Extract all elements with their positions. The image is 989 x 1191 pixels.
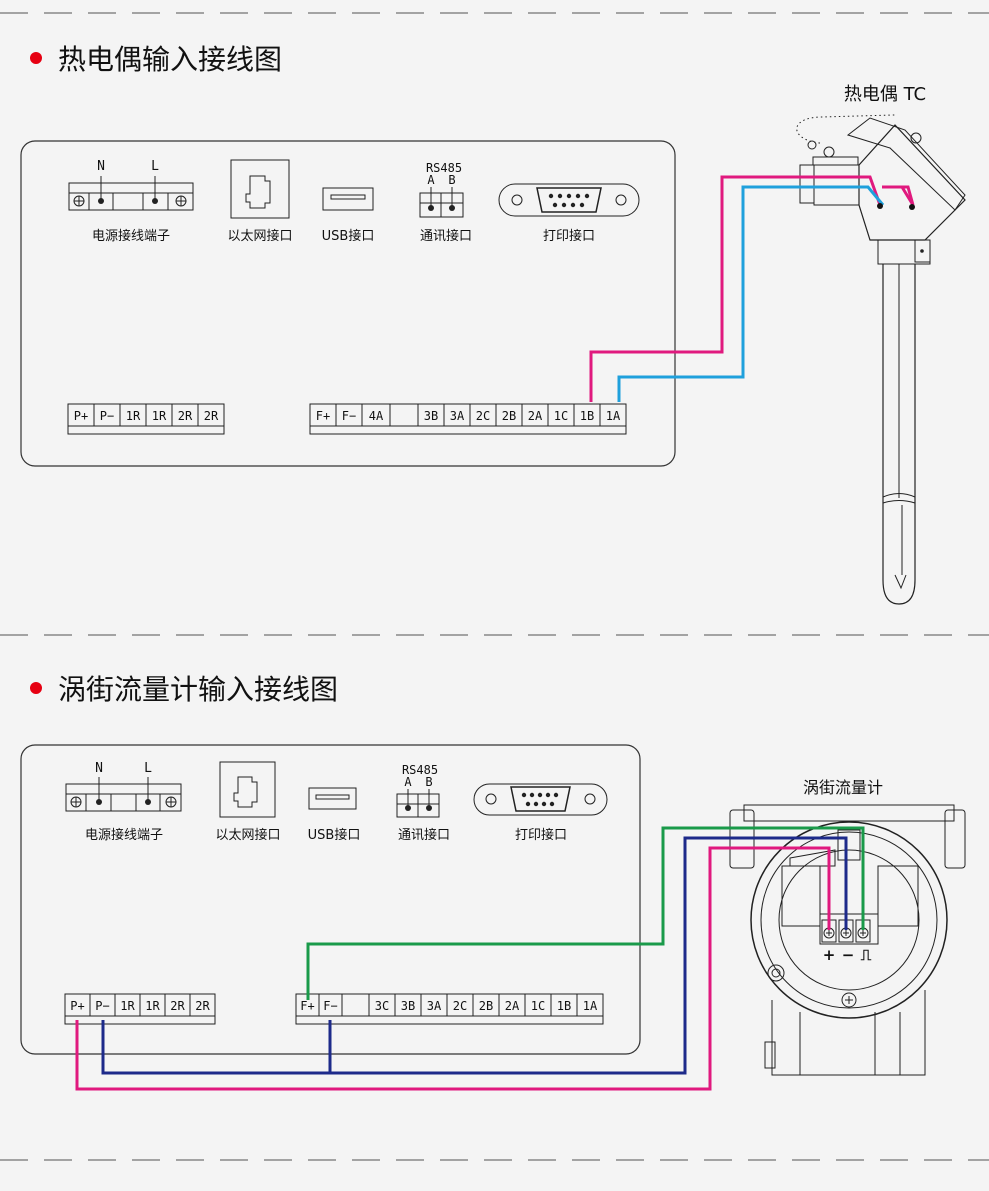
- terminal-label: F+: [300, 999, 314, 1013]
- usb-port: USB接口: [322, 187, 375, 244]
- power-terminal-block: N L 电源接线端子: [68, 159, 194, 244]
- instrument-rear-panel: [20, 140, 676, 467]
- rs485-b-label: B: [448, 173, 455, 187]
- usb-label: USB接口: [322, 228, 375, 244]
- rs485-a-label: A: [404, 775, 412, 789]
- terminal-label: 4A: [369, 409, 384, 423]
- terminal-label: 2A: [528, 409, 543, 423]
- rs485-a-label: A: [427, 173, 435, 187]
- terminal-label: 2R: [178, 409, 193, 423]
- section-vortex-flowmeter: 涡街流量计输入接线图 N L 电源接线端子 以太网接口: [20, 673, 966, 1091]
- terminal-label: 1A: [606, 409, 621, 423]
- rs485-label: RS485: [426, 161, 462, 175]
- terminal-label: 2R: [195, 999, 210, 1013]
- thermocouple-sensor: 热电偶 TC: [796, 84, 966, 605]
- rs485-b-label: B: [425, 775, 432, 789]
- flowmeter-label: 涡街流量计: [803, 778, 883, 797]
- terminal-label: 1R: [126, 409, 141, 423]
- terminal-label: 2B: [502, 409, 516, 423]
- terminal-label: 3B: [401, 999, 415, 1013]
- terminal-label: 3A: [450, 409, 465, 423]
- terminal-label: 2R: [204, 409, 219, 423]
- terminal-label: F−: [342, 409, 356, 423]
- terminal-label: 1R: [145, 999, 160, 1013]
- terminal-label: 1C: [531, 999, 545, 1013]
- print-label: 打印接口: [543, 228, 595, 244]
- power-terminal-block: N L 电源接线端子: [65, 761, 182, 843]
- terminal-label: P+: [70, 999, 84, 1013]
- usb-port: USB接口: [308, 787, 361, 843]
- print-port: 打印接口: [473, 783, 608, 843]
- terminal-label: 1R: [152, 409, 167, 423]
- terminal-label: 1R: [120, 999, 135, 1013]
- left-terminal-strip: P+ P− 1R 1R 2R 2R: [67, 403, 225, 435]
- terminal-label: 2R: [170, 999, 185, 1013]
- l-label: L: [151, 159, 159, 174]
- wire-p-plus-magenta: [75, 846, 831, 1091]
- terminal-label: 1B: [557, 999, 571, 1013]
- terminal-label: 3C: [375, 999, 389, 1013]
- power-terminal-label: 电源接线端子: [92, 228, 170, 244]
- rs485-port: RS485 A B 通讯接口: [396, 763, 450, 843]
- flowmeter-terminal-minus: −: [842, 946, 855, 964]
- section-bullet: [30, 682, 42, 694]
- print-port: 打印接口: [498, 183, 640, 244]
- terminal-label: P+: [74, 409, 88, 423]
- section-thermocouple: 热电偶输入接线图 N L 电源接线端子 以太网接口: [20, 43, 966, 605]
- flowmeter-terminal-pulse: ⎍: [861, 946, 872, 964]
- terminal-label: 1C: [554, 409, 568, 423]
- terminal-label: F+: [316, 409, 330, 423]
- terminal-label: 2B: [479, 999, 493, 1013]
- left-terminal-strip: P+ P− 1R 1R 2R 2R: [64, 993, 216, 1025]
- terminal-label: 2C: [476, 409, 490, 423]
- rs485-label: RS485: [402, 763, 438, 777]
- terminal-label: F−: [323, 999, 337, 1013]
- n-label: N: [97, 159, 105, 174]
- power-terminal-label: 电源接线端子: [85, 827, 163, 843]
- section-bullet: [30, 52, 42, 64]
- usb-label: USB接口: [308, 827, 361, 843]
- l-label: L: [144, 761, 152, 776]
- wire-f-plus-green: [306, 826, 865, 1000]
- rs485-port: RS485 A B 通讯接口: [419, 161, 472, 244]
- terminal-label: 1A: [583, 999, 598, 1013]
- terminal-label: 3A: [427, 999, 442, 1013]
- comm-label: 通讯接口: [398, 827, 450, 843]
- terminal-label: 1B: [580, 409, 594, 423]
- flowmeter-terminal-plus: +: [823, 946, 836, 964]
- wire-1a-blue: [617, 185, 885, 402]
- section-title: 涡街流量计输入接线图: [58, 673, 338, 706]
- right-terminal-strip: F+ F− 4A 3B 3A 2C 2B 2A 1C 1B 1A: [309, 403, 627, 435]
- n-label: N: [95, 761, 103, 776]
- vortex-flowmeter: 涡街流量计: [729, 778, 966, 1076]
- print-label: 打印接口: [515, 827, 567, 843]
- section-title: 热电偶输入接线图: [58, 43, 282, 76]
- ethernet-label: 以太网接口: [215, 827, 280, 843]
- comm-label: 通讯接口: [420, 228, 472, 244]
- ethernet-port: 以太网接口: [227, 159, 293, 244]
- thermocouple-label: 热电偶 TC: [844, 84, 926, 105]
- ethernet-label: 以太网接口: [227, 228, 292, 244]
- ethernet-port: 以太网接口: [215, 761, 281, 843]
- terminal-label: 2C: [453, 999, 467, 1013]
- right-terminal-strip: F+ F− 3C 3B 3A 2C 2B 2A 1C 1B 1A: [295, 993, 604, 1025]
- wire-1b-magenta: [589, 175, 882, 402]
- terminal-label: 3B: [424, 409, 438, 423]
- terminal-label: P−: [100, 409, 114, 423]
- terminal-label: 2A: [505, 999, 520, 1013]
- terminal-label: P−: [95, 999, 109, 1013]
- wire-p-minus-navy: [101, 836, 848, 1075]
